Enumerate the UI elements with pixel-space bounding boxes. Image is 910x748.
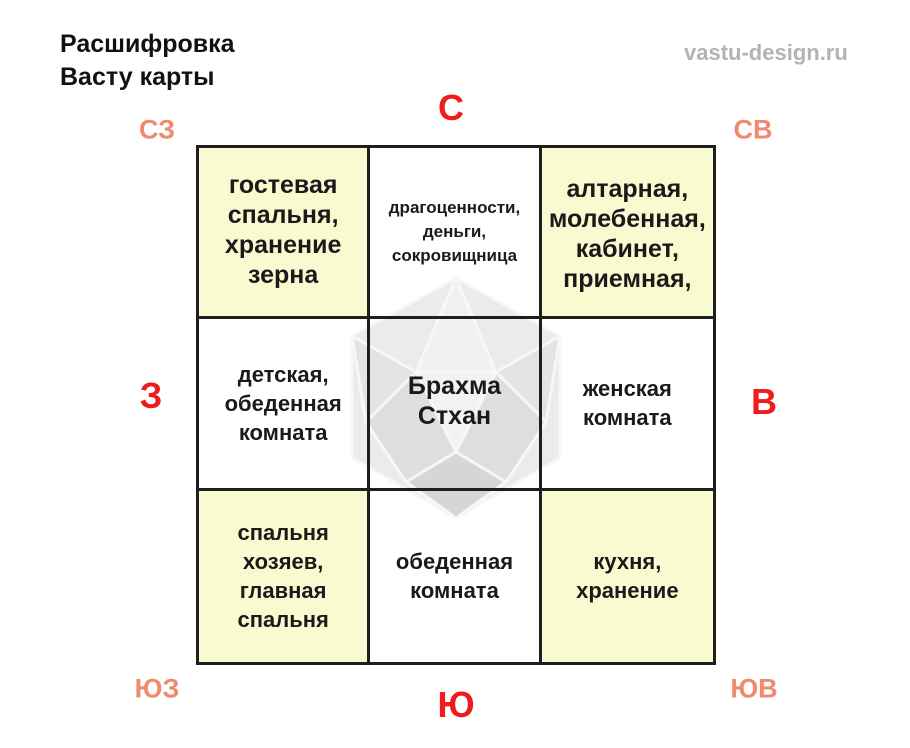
- zone-north: драгоценности, деньги, сокровищница: [370, 148, 542, 320]
- direction-north: С: [438, 87, 464, 128]
- zone-center-label: Брахма Стхан: [407, 372, 502, 431]
- title-line-2: Васту карты: [60, 63, 215, 91]
- vastu-grid: гостевая спальня, хранение зерна драгоце…: [196, 145, 716, 665]
- zone-northeast: алтарная, молебенная, кабинет, приемная,: [541, 148, 713, 320]
- zone-east: женская комната: [541, 319, 713, 491]
- direction-southeast: ЮВ: [730, 673, 778, 704]
- title-line-1: Расшифровка: [60, 30, 235, 58]
- zone-west: детская, обеденная комната: [199, 319, 371, 491]
- page-title: Расшифровка Васту карты: [60, 28, 235, 94]
- zone-south-label: обеденная комната: [395, 549, 514, 604]
- zone-south: обеденная комната: [370, 490, 542, 662]
- zone-center: Брахма Стхан: [370, 319, 542, 491]
- zone-northwest-label: гостевая спальня, хранение зерна: [224, 171, 342, 289]
- zone-southeast: кухня, хранение: [541, 490, 713, 662]
- zone-northeast-label: алтарная, молебенная, кабинет, приемная,: [548, 175, 706, 293]
- direction-northwest: СЗ: [138, 114, 176, 145]
- zone-north-label: драгоценности, деньги, сокровищница: [388, 198, 521, 265]
- zone-southeast-label: кухня, хранение: [576, 549, 679, 604]
- zone-west-label: детская, обеденная комната: [224, 361, 342, 445]
- zone-southwest: спальня хозяев, главная спальня: [199, 490, 371, 662]
- site-watermark: vastu-design.ru: [684, 40, 848, 65]
- direction-west: З: [139, 375, 163, 416]
- zone-northwest: гостевая спальня, хранение зерна: [199, 148, 371, 320]
- zone-east-label: женская комната: [582, 376, 672, 431]
- direction-south: Ю: [437, 684, 475, 725]
- zone-southwest-label: спальня хозяев, главная спальня: [237, 520, 329, 633]
- direction-east: В: [751, 381, 777, 422]
- direction-southwest: ЮЗ: [134, 673, 180, 704]
- direction-northeast: СВ: [733, 114, 773, 145]
